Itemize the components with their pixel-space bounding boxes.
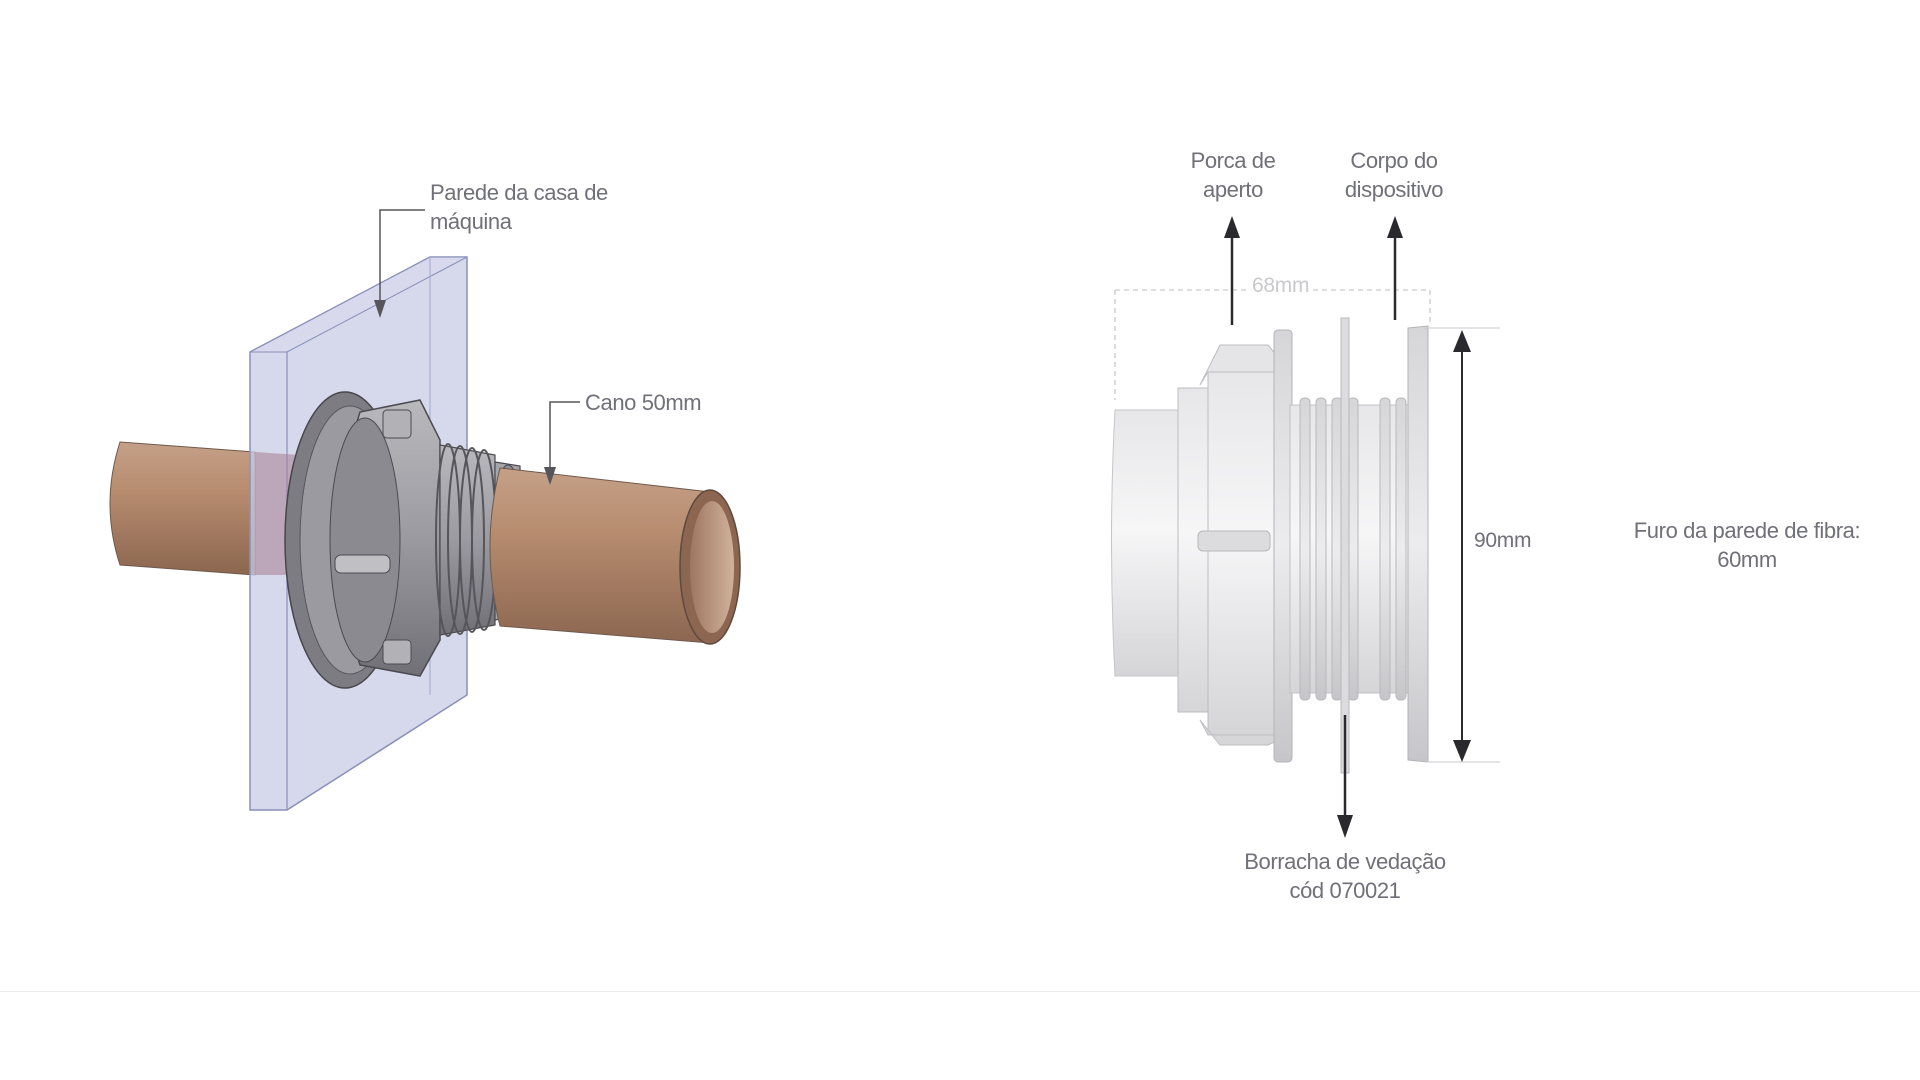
nut-label-line-1: Porca de [1190,148,1276,173]
body-label-line-2: dispositivo [1344,177,1444,202]
device-front-flange [1407,325,1429,763]
wall-callout [374,209,425,318]
seal-label: Borracha de vedação cód 070021 [1235,847,1455,905]
wall-label-line-1: Parede da casa de [430,180,608,205]
seal-arrow [1337,715,1353,838]
hole-label: Furo da parede de fibra: 60mm [1632,516,1862,574]
pipe-right-segment [489,467,741,645]
height-dimension-text: 90mm [1474,529,1532,552]
hole-label-line-2: 60mm [1717,547,1777,572]
seal-label-line-1: Borracha de vedação [1244,849,1446,874]
wall-label: Parede da casa de máquina [430,178,608,236]
seal-label-line-2: cód 070021 [1289,878,1401,903]
body-label-line-1: Corpo do [1350,148,1438,173]
seal-ring [1340,317,1350,774]
body-label: Corpo do dispositivo [1334,146,1454,204]
wall-label-line-2: máquina [430,209,512,234]
height-dimension-line [1425,327,1500,763]
fitting-nut [329,399,441,677]
device-body [1111,329,1293,763]
pipe-callout [544,401,580,485]
nut-label-line-2: aperto [1203,177,1263,202]
bottom-divider [0,991,1920,992]
nut-label: Porca de aperto [1180,146,1286,204]
nut-arrow [1224,216,1240,325]
hole-label-line-1: Furo da parede de fibra: [1633,518,1861,543]
pipe-left-segment [109,441,256,576]
pipe-label: Cano 50mm [585,390,702,415]
width-dimension-text: 68mm [1248,274,1314,298]
body-arrow [1387,216,1403,320]
